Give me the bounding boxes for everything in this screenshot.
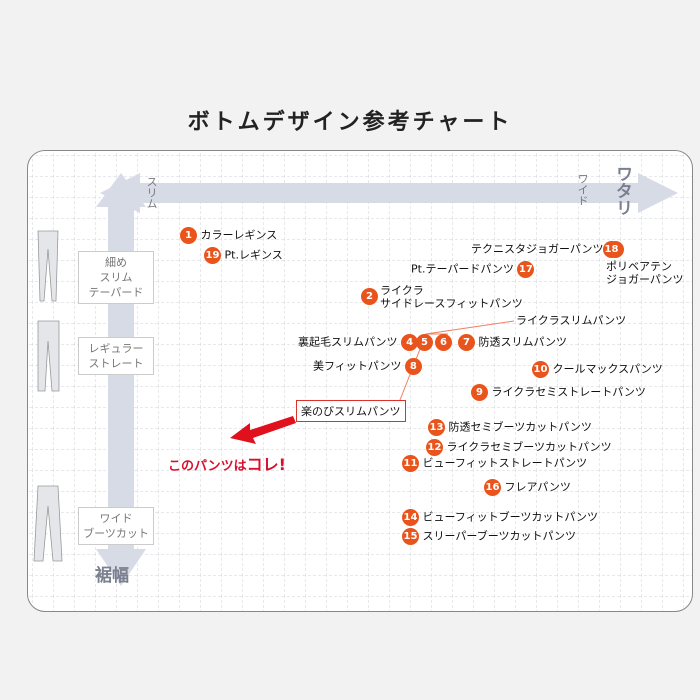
item-label: 防透スリムパンツ [478, 335, 568, 349]
axis-label-susohaba: 裾幅 [95, 566, 129, 586]
badge: 18 [603, 241, 620, 258]
badge: 11 [402, 455, 419, 472]
badge: 1 [180, 227, 197, 244]
badge: 12 [426, 439, 443, 456]
badge: 8 [404, 358, 422, 375]
item-9: 9 ライクラセミストレートパンツ [471, 384, 646, 401]
item-label: 美フィットパンツ [313, 359, 402, 373]
item-15: 15 スリーパーブーツカットパンツ [402, 528, 576, 545]
callout-emphasis: コレ! [246, 455, 286, 474]
item-14: 14 ビューフィットブーツカットパンツ [402, 509, 598, 526]
badge: 9 [471, 384, 488, 401]
row-label-line: レギュラー [88, 342, 144, 355]
item-12: 12 ライクラセミブーツカットパンツ [426, 439, 612, 456]
row-label-line: ワイド [99, 512, 133, 525]
badge: 6 [435, 334, 452, 351]
badge: 15 [402, 528, 419, 545]
horizontal-axis-arrow [100, 173, 678, 213]
item-3: テクニスタジョガーパンツ 3 [471, 241, 624, 258]
badge: 19 [204, 247, 221, 264]
item-11: 11 ビューフィットストレートパンツ [402, 455, 587, 472]
badge: 14 [402, 509, 419, 526]
row-label-line: 細め [105, 256, 127, 269]
badge: 16 [484, 479, 501, 496]
item-label: フレアパンツ [504, 480, 571, 494]
item-10: 10 クールマックスパンツ [532, 361, 663, 378]
badge: 7 [458, 334, 475, 351]
item-18-badge: 18 [603, 241, 620, 258]
item-label: ライクラセミブーツカットパンツ [446, 440, 612, 454]
item-19: 19 Pt.レギンス [204, 247, 283, 264]
item-label: 防透セミブーツカットパンツ [448, 420, 592, 434]
item-5: 5 [416, 334, 433, 351]
item-4: 裏起毛スリムパンツ 4 [298, 334, 419, 351]
callout-prefix: このパンツは [168, 459, 247, 474]
chart-board: スリム ワイド ワタリ 裾幅 細め スリム テーパード レギュラー ストレート … [27, 150, 693, 612]
badge: 4 [401, 334, 419, 351]
item-label: カラーレギンス [200, 228, 278, 242]
item-label: スリーパーブーツカットパンツ [422, 529, 577, 543]
row-label-line: スリム [99, 271, 133, 284]
item-1: 1 カラーレギンス [180, 227, 277, 244]
item-8: 美フィットパンツ 8 [313, 358, 422, 375]
item-17: Pt.テーパードパンツ 17 [411, 261, 535, 278]
item-label: Pt.テーパードパンツ [411, 262, 514, 276]
item-label: ビューフィットストレートパンツ [422, 456, 588, 470]
row-label-regular: レギュラー ストレート [78, 337, 154, 375]
badge: 5 [416, 334, 433, 351]
row-label-narrow: 細め スリム テーパード [78, 251, 154, 304]
item-13: 13 防透セミブーツカットパンツ [428, 419, 592, 436]
badge: 13 [428, 419, 445, 436]
row-label-line: ブーツカット [83, 527, 149, 540]
item-label: Pt.レギンス [224, 248, 283, 262]
row-label-line: ストレート [88, 357, 144, 370]
item-label: ライクラセミストレートパンツ [491, 385, 646, 399]
item-7: 7 防透スリムパンツ [458, 334, 567, 351]
callout-arrow [230, 416, 296, 444]
item-label: ビューフィットブーツカットパンツ [422, 510, 598, 524]
item-label: クールマックスパンツ [552, 362, 663, 376]
row-label-line: テーパード [88, 286, 144, 299]
item-16: 16 フレアパンツ [484, 479, 571, 496]
item-6: 6 [435, 334, 452, 351]
badge: 2 [361, 288, 378, 305]
badge: 10 [532, 361, 549, 378]
item-label: 裏起毛スリムパンツ [298, 335, 398, 349]
item-2-badge: 2 [361, 288, 378, 305]
callout-text: このパンツはコレ! [168, 451, 286, 475]
axis-label-watari: ワタリ [612, 165, 632, 216]
axis-label-wide: ワイド [576, 173, 589, 206]
pants-silhouettes [33, 230, 63, 562]
row-label-wide: ワイド ブーツカット [78, 507, 154, 545]
item-2: ライクラ サイドレースフィットパンツ [380, 284, 523, 310]
item-6-label: ライクラスリムパンツ [516, 314, 627, 327]
axis-label-slim: スリム [145, 176, 158, 209]
featured-product-box: 楽のびスリムパンツ [296, 400, 406, 422]
item-18: ポリベアテン ジョガーパンツ [606, 260, 684, 286]
item-label: テクニスタジョガーパンツ [471, 242, 604, 256]
chart-title: ボトムデザイン参考チャート [187, 110, 513, 135]
badge: 17 [517, 261, 535, 278]
